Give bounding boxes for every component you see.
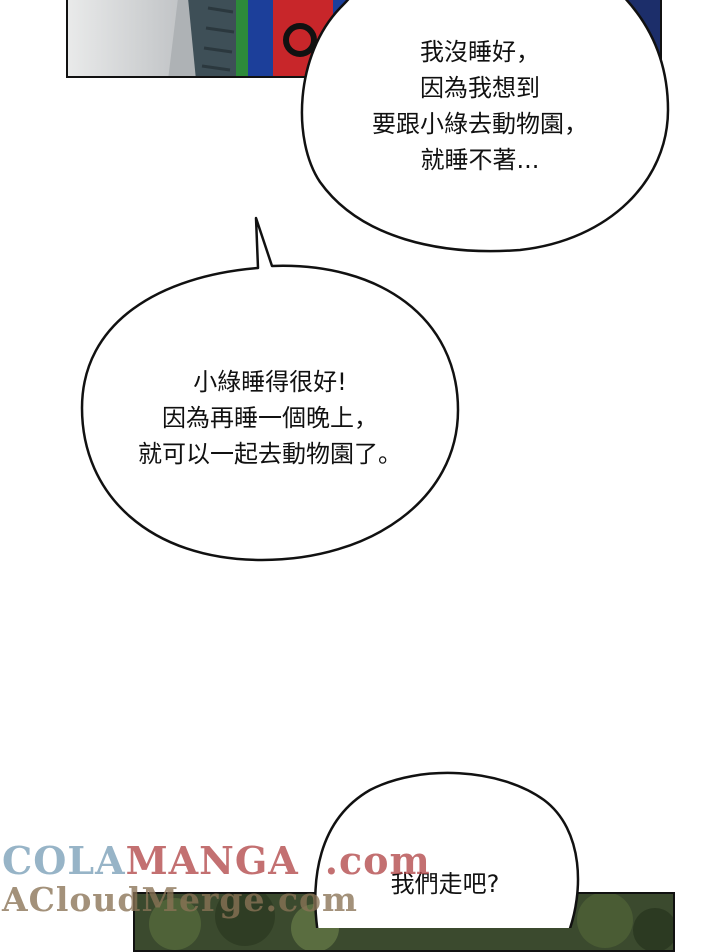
green-stripe [236, 0, 248, 76]
bubble-text-line: 就睡不著... [420, 146, 540, 174]
bubble-text-line: 因為再睡一個晚上， [162, 404, 378, 432]
dark-clothing-shape [188, 0, 243, 76]
speech-bubble-1 [300, 0, 670, 253]
speech-bubble-2 [80, 216, 460, 562]
bubble-text-line: 因為我想到 [420, 74, 540, 102]
speech-bubble-1-text: 我沒睡好， 因為我想到 要跟小綠去動物園， 就睡不著... [300, 34, 660, 178]
ring-shape [283, 23, 317, 57]
speech-bubble-2-text: 小綠睡得很好! 因為再睡一個晚上， 就可以一起去動物園了。 [90, 364, 450, 472]
bubble-text-line: 要跟小綠去動物園， [372, 110, 588, 138]
bubble-text-line: 我們走吧? [390, 870, 500, 898]
bubble-text-line: 小綠睡得很好! [193, 368, 347, 396]
bubble-text-line: 就可以一起去動物園了。 [138, 440, 402, 468]
speech-bubble-3 [314, 771, 580, 928]
speech-bubble-3-text: 我們走吧? [330, 866, 560, 902]
bubble-text-line: 我沒睡好， [420, 38, 540, 66]
speech-bubble-layer [80, 0, 670, 928]
